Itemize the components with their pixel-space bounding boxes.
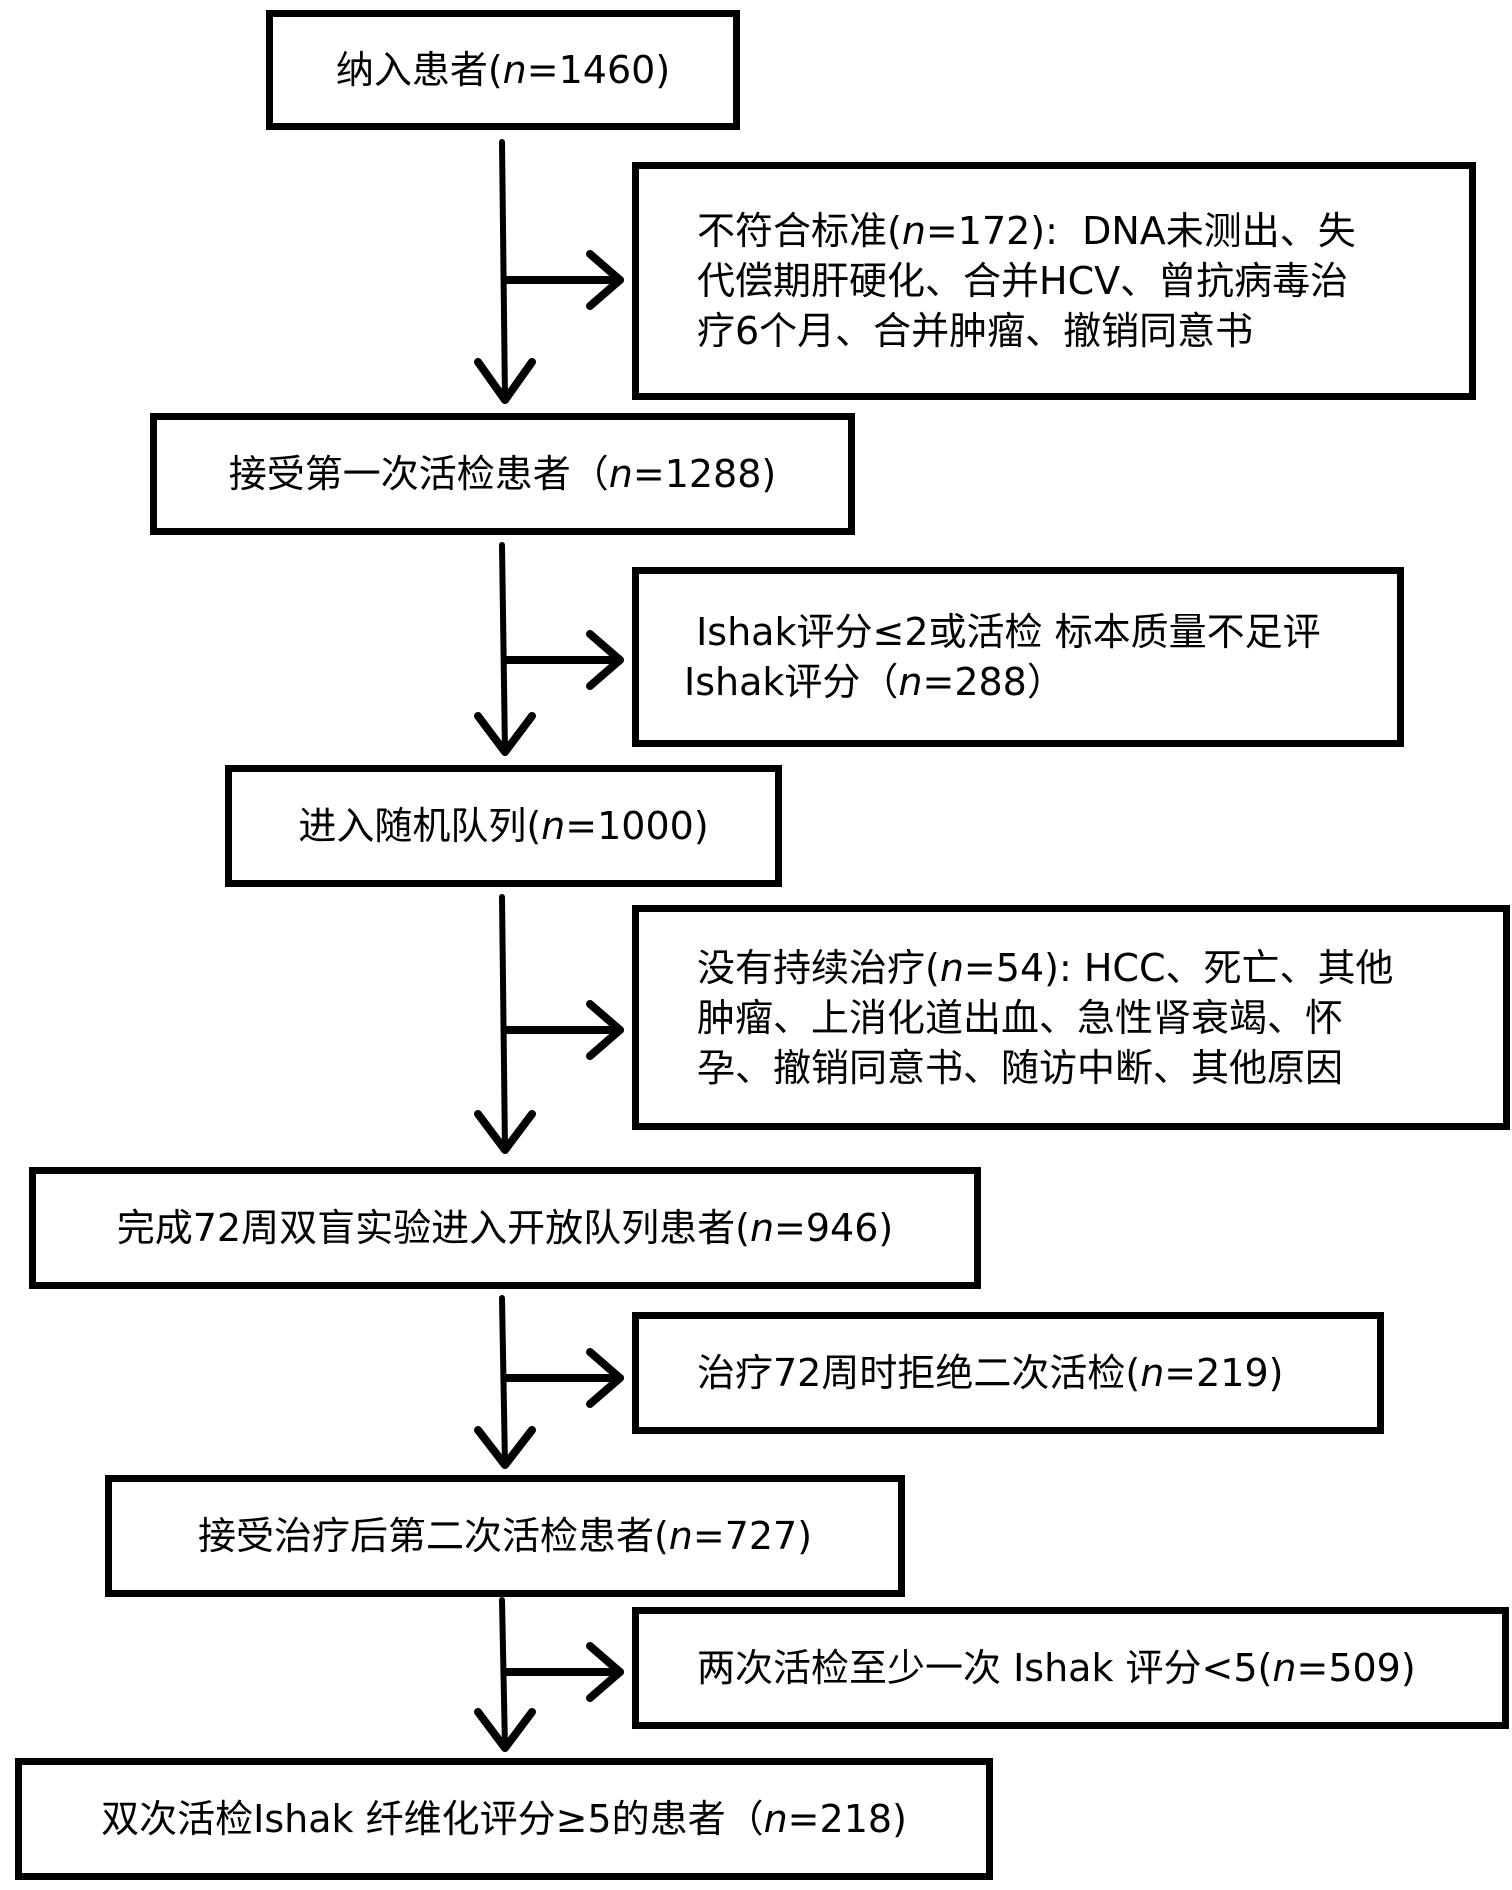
n-symbol: n= [502,48,559,92]
step-randomized-cohort: 进入随机队列(n=1000) [225,765,782,887]
exclusion-text: ) [1268,1351,1284,1395]
n-symbol: n= [898,660,955,704]
exclusion-count: 54 [995,945,1045,990]
step-first-biopsy: 接受第一次活检患者（n=1288) [150,413,855,535]
exclusion-text: ） [1026,660,1065,704]
step-open-label-cohort: 完成72周双盲实验进入开放队列患者(n=946) [29,1167,981,1289]
arrowhead-down-4 [474,1426,536,1469]
exclusion-prefix: 治疗72周时拒绝二次活检( [697,1351,1141,1395]
arrowhead-right-5 [586,1642,624,1702]
step-count: 946 [805,1206,879,1250]
n-symbol: n= [901,209,958,253]
exclusion-text: ) [1400,1646,1416,1690]
step-count: 1288 [664,452,762,496]
arrow-down-2 [499,542,508,755]
step-suffix: ) [655,48,671,92]
step-label: 双次活检Ishak 纤维化评分≥5的患者（ [101,1797,764,1841]
exclusion-ineligible: 不符合标准(n=172): DNA未测出、失 代偿期肝硬化、合并HCV、曾抗病毒… [632,162,1476,400]
exclusion-count: 288 [954,660,1027,704]
step-suffix: ) [892,1797,907,1841]
exclusion-prefix: 两次活检至少一次 Ishak 评分<5( [697,1646,1273,1690]
n-symbol: n= [608,452,665,496]
n-symbol: n= [1140,1351,1197,1395]
arrowhead-right-4 [586,1348,624,1408]
exclusion-prefix: 没有持续治疗( [697,945,940,990]
exclusion-text: ): HCC、死亡、其他 肿瘤、上消化道出血、急性肾衰竭、怀 孕、撤销同意书、随… [697,945,1394,1090]
arrow-down-1 [499,139,508,403]
exclusion-ishak-low: Ishak评分≤2或活检 标本质量不足评 Ishak评分（n=288） [632,567,1404,747]
n-symbol: n= [749,1206,806,1250]
exclusion-refused-second-biopsy: 治疗72周时拒绝二次活检(n=219) [632,1312,1384,1434]
step-label: 接受治疗后第二次活检患者( [197,1514,669,1558]
exclusion-count: 172 [957,209,1031,253]
step-suffix: ) [797,1514,813,1558]
step-enrolled-patients: 纳入患者(n=1460) [266,10,740,130]
step-ishak-ge5: 双次活检Ishak 纤维化评分≥5的患者（n=218) [15,1758,993,1880]
arrowhead-down-3 [474,1110,536,1154]
step-label: 纳入患者( [335,48,503,92]
n-symbol: n= [939,945,996,990]
step-suffix: ) [761,452,777,496]
arrowhead-down-1 [474,358,536,404]
arrowhead-down-2 [474,712,536,756]
step-second-biopsy: 接受治疗后第二次活检患者(n=727) [105,1475,905,1597]
arrowhead-right-2 [586,630,624,690]
exclusion-discontinued: 没有持续治疗(n=54): HCC、死亡、其他 肿瘤、上消化道出血、急性肾衰竭、… [632,905,1510,1130]
exclusion-prefix: 不符合标准( [697,209,902,253]
arrow-down-3 [499,894,508,1153]
n-symbol: n= [763,1797,820,1841]
arrowhead-right-3 [586,1000,624,1060]
arrowhead-down-5 [474,1708,536,1752]
step-count: 1000 [597,804,694,848]
step-count: 727 [724,1514,798,1558]
step-count: 218 [819,1797,893,1841]
step-suffix: ) [693,804,709,848]
step-suffix: ) [878,1206,894,1250]
step-label: 完成72周双盲实验进入开放队列患者( [116,1206,750,1250]
arrow-down-4 [499,1295,508,1468]
exclusion-count: 509 [1328,1646,1401,1690]
exclusion-count: 219 [1196,1351,1269,1395]
step-label: 进入随机队列( [298,804,542,848]
n-symbol: n= [1272,1646,1329,1690]
arrow-down-5 [499,1597,508,1751]
step-count: 1460 [558,48,656,92]
n-symbol: n= [668,1514,725,1558]
exclusion-ishak-lt5: 两次活检至少一次 Ishak 评分<5(n=509) [632,1607,1509,1729]
arrowhead-right-1 [586,250,624,310]
step-label: 接受第一次活检患者（ [228,452,609,496]
n-symbol: n= [541,804,598,848]
exclusion-text: ): DNA未测出、失 代偿期肝硬化、合并HCV、曾抗病毒治 疗6个月、合并肿瘤… [697,209,1356,353]
exclusion-prefix: Ishak评分≤2或活检 标本质量不足评 Ishak评分（ [684,610,1321,704]
